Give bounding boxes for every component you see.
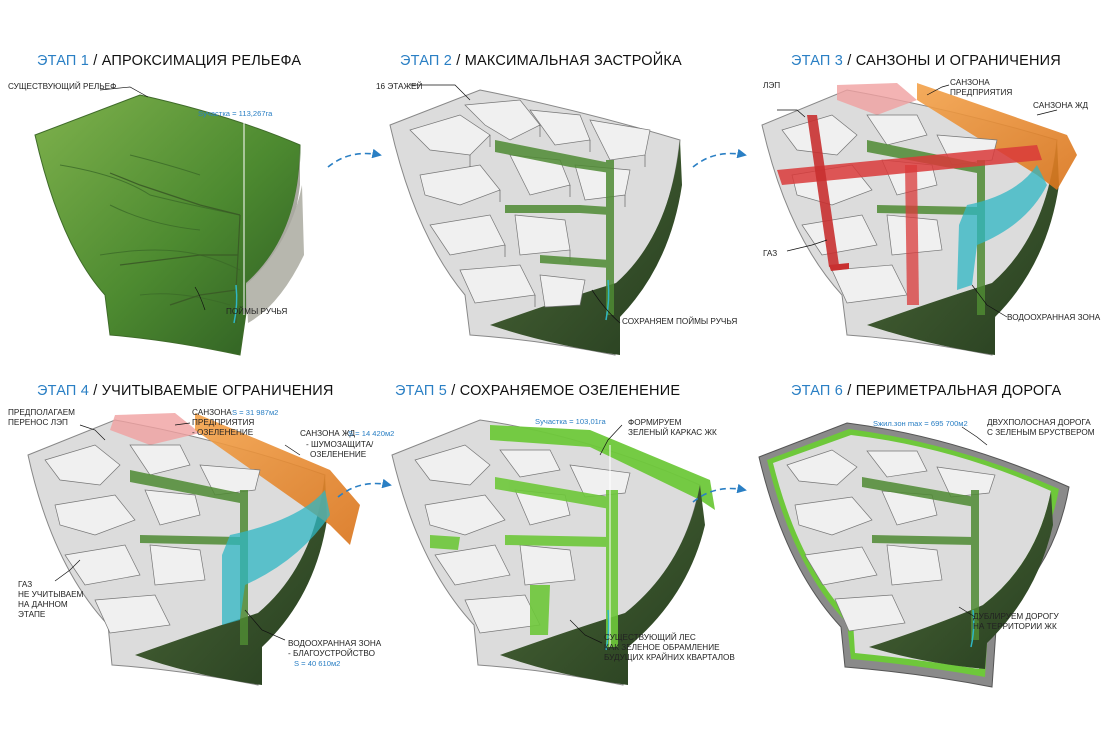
label-move-power-line: ПЕРЕНОС ЛЭП — [8, 418, 68, 428]
label-stream-floodplain: ПОЙМЫ РУЧЬЯ — [226, 307, 287, 317]
label-existing-relief: СУЩЕСТВУЮЩИЙ РЕЛЬЕФ — [8, 82, 116, 92]
label-at-this: НА ДАННОМ — [18, 600, 68, 610]
label-duplicate-road: ДУБЛИРУЕМ ДОРОГУ — [973, 612, 1059, 622]
label-noise-protection: - ШУМОЗАЩИТА/ — [306, 440, 373, 450]
label-greening-2: ОЗЕЛЕНЕНИЕ — [310, 450, 366, 460]
label-sanzone: САНЗОНА — [950, 78, 990, 88]
terrain-model — [0, 55, 368, 355]
residential-area-label: Sжил.зон max = 695 700м2 — [873, 419, 968, 428]
label-greening: - ОЗЕЛЕНЕНИЕ — [192, 428, 253, 438]
water-zone-area: S = 40 610м2 — [294, 659, 340, 668]
label-water-protection-zone: ВОДООХРАННАЯ ЗОНА — [288, 639, 381, 649]
label-green-berm: С ЗЕЛЕНЫМ БРУСТВЕРОМ — [987, 428, 1095, 438]
label-two-lane-road: ДВУХПОЛОСНАЯ ДОРОГА — [987, 418, 1091, 428]
label-sanzone: САНЗОНА — [192, 408, 232, 418]
label-rail-sanzone: САНЗОНА ЖД — [300, 429, 355, 439]
label-power-line: ЛЭП — [763, 81, 780, 91]
panel-stage-6: ЭТАП 6 / ПЕРИМЕТРАЛЬНАЯ ДОРОГА Sжил.зон … — [737, 385, 1105, 735]
label-green-framework: ЗЕЛЕНЫЙ КАРКАС ЖК — [628, 428, 717, 438]
panel-stage-2: ЭТАП 2 / МАКСИМАЛЬНАЯ ЗАСТРОЙКА — [370, 55, 738, 405]
label-inside-complex: НА ТЕРРИТОРИИ ЖК — [973, 622, 1057, 632]
label-stage: ЭТАПЕ — [18, 610, 45, 620]
label-landscaping: - БЛАГОУСТРОЙСТВО — [288, 649, 375, 659]
label-existing-forest: СУЩЕСТВУЮЩИЙ ЛЕС — [604, 633, 696, 643]
panel-stage-5: ЭТАП 5 / СОХРАНЯЕМОЕ ОЗЕЛЕНЕНИЕ Sучастка… — [370, 385, 738, 735]
constraints-model — [737, 55, 1105, 355]
sanzone-area: S = 31 987м2 — [232, 408, 278, 417]
label-green-frame: КАК ЗЕЛЕНОЕ ОБРАМЛЕНИЕ — [604, 643, 720, 653]
label-enterprise: ПРЕДПРИЯТИЯ — [192, 418, 254, 428]
label-form: ФОРМИРУЕМ — [628, 418, 681, 428]
label-rail-sanzone: САНЗОНА ЖД — [1033, 101, 1088, 111]
label-not-considered: НЕ УЧИТЫВАЕМ — [18, 590, 83, 600]
site-area-label: Sучастка = 103,01га — [535, 417, 606, 426]
panel-stage-1: ЭТАП 1 / АПРОКСИМАЦИЯ РЕЛЬЕФА Sучастка =… — [0, 55, 368, 405]
label-edge-blocks: БУДУЩИХ КРАЙНИХ КВАРТАЛОВ — [604, 653, 735, 663]
site-area-label: Sучастка = 113,267га — [198, 109, 272, 118]
label-water-protection-zone: ВОДООХРАННАЯ ЗОНА — [1007, 313, 1100, 323]
panel-stage-3: ЭТАП 3 / САНЗОНЫ И ОГРАНИЧЕНИЯ — [737, 55, 1105, 405]
label-16-floors: 16 ЭТАЖЕЙ — [376, 82, 422, 92]
panel-stage-4: ЭТАП 4 / УЧИТЫВАЕМЫЕ ОГРАНИЧЕНИЯ ПРЕДПОЛ… — [0, 385, 368, 735]
label-keep-floodplain: СОХРАНЯЕМ ПОЙМЫ РУЧЬЯ — [622, 317, 737, 327]
label-gas: ГАЗ — [763, 249, 777, 259]
label-enterprise: ПРЕДПРИЯТИЯ — [950, 88, 1012, 98]
label-gas: ГАЗ — [18, 580, 32, 590]
label-assume: ПРЕДПОЛАГАЕМ — [8, 408, 75, 418]
massing-model — [370, 55, 738, 355]
